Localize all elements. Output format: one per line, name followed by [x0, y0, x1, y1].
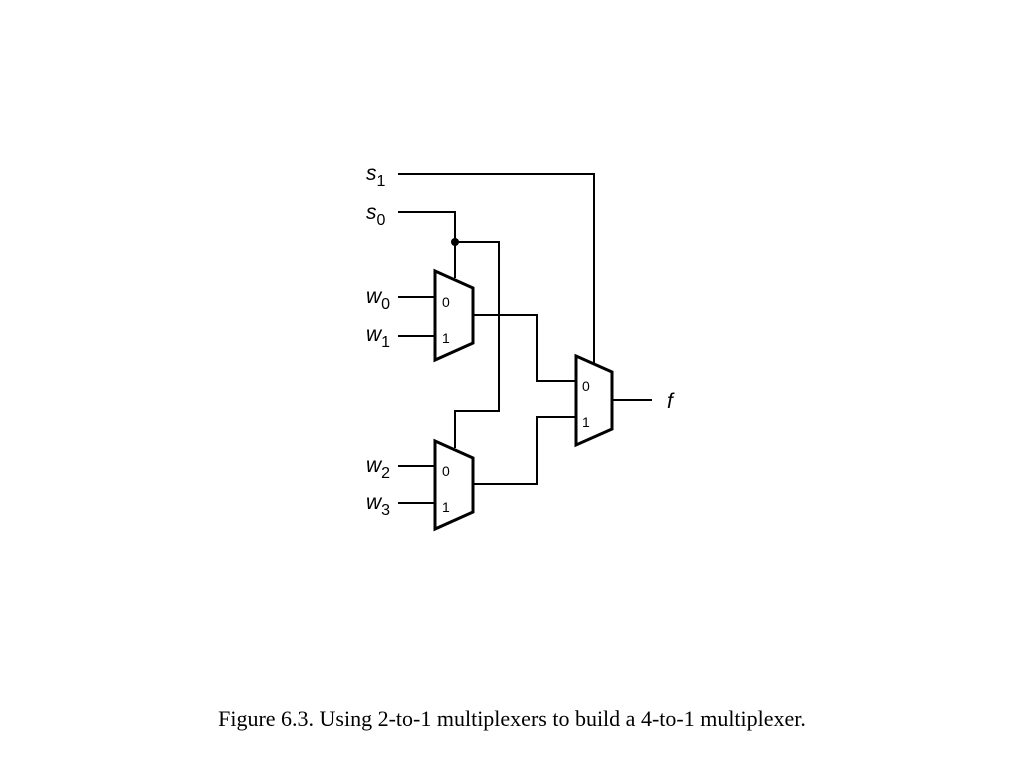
- mux-top-pin-0: 0: [442, 294, 450, 310]
- mux-output-pin-1: 1: [582, 414, 590, 430]
- mux-bottom-pin-1: 1: [442, 499, 450, 515]
- mux-bottom-body: [433, 438, 475, 532]
- mux-output: 0 1: [574, 353, 614, 448]
- mux-output-pin-0: 0: [582, 378, 590, 394]
- wire-s0: [398, 211, 456, 278]
- junction-dot: [451, 238, 459, 246]
- label-w2: w2: [366, 454, 390, 482]
- wire-mux-b-out: [473, 416, 576, 485]
- label-w0: w0: [366, 285, 390, 313]
- mux-top: 0 1: [433, 268, 475, 363]
- mux-bottom: 0 1: [433, 438, 475, 532]
- label-f: f: [667, 390, 675, 413]
- wire-mux-a-out: [473, 314, 576, 382]
- wire-s0-branch: [454, 241, 500, 448]
- label-s1: s1: [366, 162, 386, 190]
- mux-top-pin-1: 1: [442, 330, 450, 346]
- label-w3: w3: [366, 491, 390, 519]
- label-s0: s0: [366, 201, 386, 229]
- figure-caption: Figure 6.3. Using 2-to-1 multiplexers to…: [218, 706, 806, 731]
- wires: [398, 173, 652, 504]
- label-w1: w1: [366, 323, 390, 351]
- mux-top-body: [433, 268, 475, 363]
- mux-output-body: [574, 353, 614, 448]
- mux-bottom-pin-0: 0: [442, 463, 450, 479]
- wire-s1: [398, 173, 595, 363]
